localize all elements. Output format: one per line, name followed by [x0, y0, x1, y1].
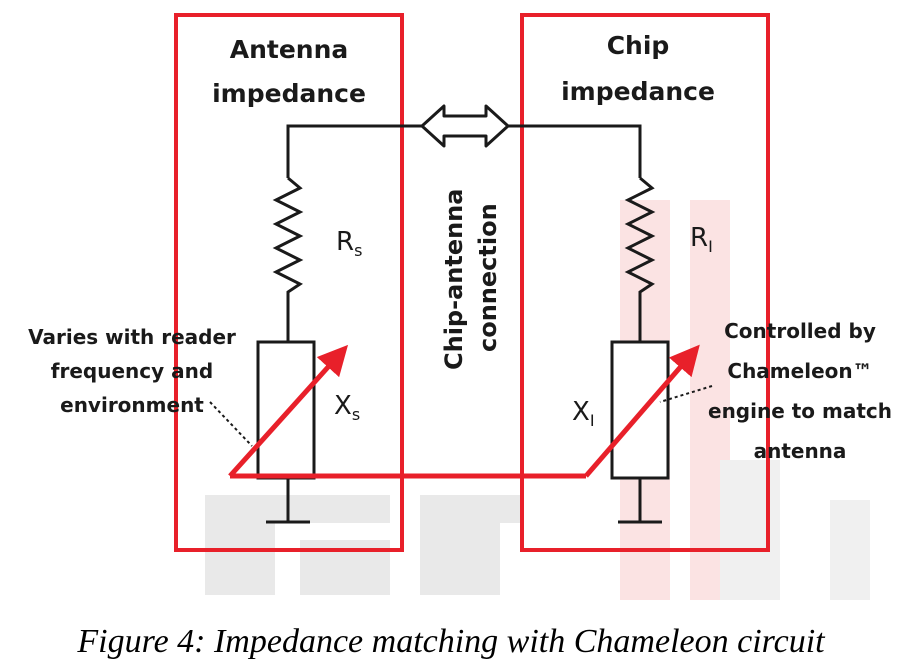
antenna-title-line1: Antenna	[230, 35, 349, 64]
variable-reactance-arrows	[228, 344, 700, 479]
antenna-reactance-element	[256, 340, 316, 480]
left-annotation-line2: frequency and	[51, 359, 213, 383]
antenna-title-line2: impedance	[212, 79, 366, 108]
left-annotation-line3: environment	[60, 393, 204, 417]
connection-double-arrow	[420, 104, 510, 148]
chip-title-line1: Chip	[607, 31, 670, 60]
left-annotation-line1: Varies with reader	[28, 325, 236, 349]
chip-title-line2: impedance	[561, 77, 715, 106]
chip-reactance-label: XI	[572, 397, 595, 430]
connection-label-line2: connection	[474, 203, 502, 352]
right-annotation-line2: Chameleon™	[727, 359, 872, 383]
left-annotation-leader	[209, 401, 253, 447]
connection-label-line1: Chip-antenna	[440, 189, 468, 370]
chip-resistor-label: RI	[690, 223, 713, 256]
chip-impedance-box	[520, 13, 770, 552]
right-annotation-line3: engine to match	[708, 399, 892, 423]
antenna-reactance-label: Xs	[334, 391, 360, 424]
antenna-resistor-label: Rs	[336, 227, 362, 260]
figure-caption: Figure 4: Impedance matching with Chamel…	[76, 623, 826, 660]
circuit-wires	[266, 124, 662, 524]
right-annotation-line4: antenna	[754, 439, 847, 463]
antenna-impedance-box	[174, 13, 404, 552]
right-annotation-line1: Controlled by	[724, 319, 876, 343]
